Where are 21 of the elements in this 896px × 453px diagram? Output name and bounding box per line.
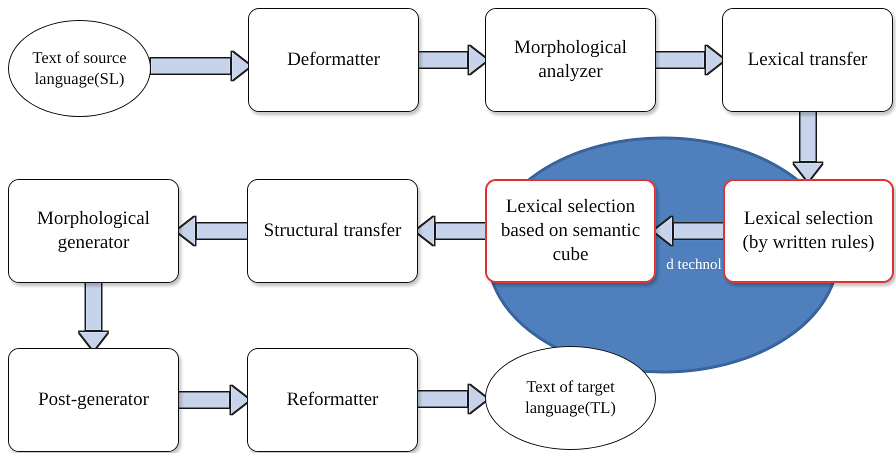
process-box (248, 8, 419, 112)
node-label: Structural transfer (262, 219, 402, 243)
node-label: Text of target language(TL) (524, 377, 617, 419)
node-label: Morphological analyzer (513, 36, 628, 84)
process-box (485, 8, 656, 112)
node-label: d technol (666, 256, 722, 274)
node-label: Text of source language(SL) (31, 48, 128, 90)
node-label: Deformatter (286, 48, 381, 72)
node-label: Lexical transfer (746, 48, 868, 72)
node-label: Lexical selection (by written rules) (742, 207, 876, 255)
node-label: Morphological generator (36, 207, 151, 255)
node-label: Reformatter (286, 388, 380, 412)
process-box (722, 8, 893, 112)
process-box (8, 179, 179, 283)
process-box (485, 179, 656, 283)
node-label: Lexical selection based on semantic cube (500, 195, 642, 267)
process-box (247, 179, 418, 283)
node-label: Post-generator (37, 388, 150, 412)
process-box (723, 179, 894, 283)
process-box (8, 348, 179, 452)
process-box (247, 348, 418, 452)
